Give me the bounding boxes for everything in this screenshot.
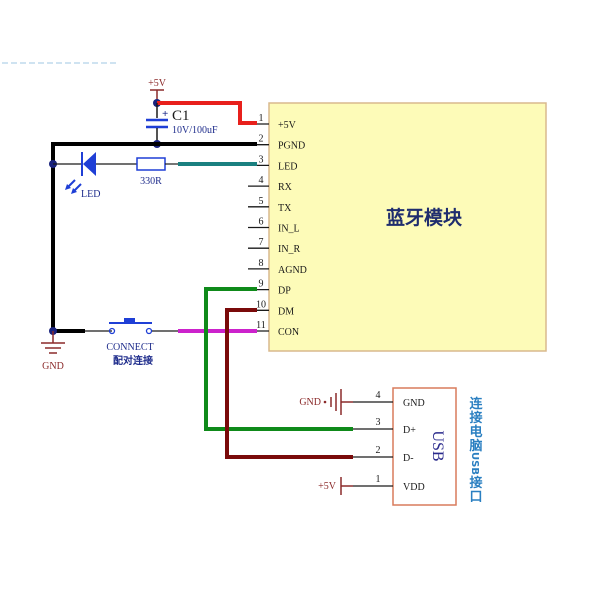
usb-side-label-char: 口	[469, 490, 482, 505]
button-label: CONNECT	[106, 342, 153, 353]
usb-pin: 2D-	[353, 445, 414, 464]
pin-name: +5V	[278, 120, 297, 131]
usb-side-label-char: 接	[469, 475, 482, 491]
usb-pin-number: 4	[376, 390, 381, 401]
pin-number: 2	[259, 134, 264, 145]
resistor-icon	[136, 157, 166, 171]
module-pin: 7IN_R	[248, 237, 301, 255]
led-emission-arrows-icon	[65, 179, 82, 194]
wire-dp	[204, 287, 353, 431]
usb-gnd-label: GND	[299, 397, 321, 408]
module-pin: 6IN_L	[248, 217, 300, 235]
cap-ref: C1	[172, 108, 190, 124]
module-pin: 4RX	[248, 175, 293, 193]
usb-connector-box	[392, 387, 457, 506]
pin-name: PGND	[278, 141, 305, 152]
wire-dm	[225, 308, 353, 459]
usb-side-label-char: 电	[469, 424, 482, 440]
pin-name: DP	[278, 286, 291, 297]
pin-number: 4	[259, 175, 264, 186]
pin-number: 10	[256, 299, 266, 310]
pin-number: 3	[259, 154, 264, 165]
pin-number: 5	[259, 196, 264, 207]
usb-side-label-latin: USB	[469, 452, 480, 475]
usb-pin-number: 3	[376, 417, 381, 428]
pin-name: IN_L	[278, 224, 300, 235]
usb-side-label-char: 脑	[469, 438, 482, 454]
usb-gnd-dot	[323, 400, 327, 404]
usb-pin-name: VDD	[403, 482, 425, 493]
usb-pin-number: 1	[376, 474, 381, 485]
resistor-value: 330R	[140, 176, 162, 187]
usb-side-label-char: 连	[469, 396, 483, 412]
usb-pin: 3D+	[353, 417, 416, 436]
pin-name: CON	[278, 327, 299, 338]
bluetooth-module-title: 蓝牙模块	[386, 206, 463, 229]
gnd-label: GND	[42, 361, 64, 372]
usb-pin-name: D-	[403, 453, 414, 464]
pin-name: LED	[278, 161, 297, 172]
cap-value: 10V/100uF	[172, 125, 218, 136]
pin-number: 1	[259, 113, 264, 124]
led-label: LED	[81, 189, 100, 200]
cap-polarity-mark: +	[162, 108, 168, 120]
usb-side-label-char: 接	[469, 410, 482, 426]
button-label-cn: 配对连接	[113, 354, 153, 367]
led-icon	[83, 152, 96, 176]
usb-pin-name: GND	[403, 398, 425, 409]
pin-name: AGND	[278, 265, 307, 276]
pin-number: 11	[256, 320, 266, 331]
pin-number: 6	[259, 217, 264, 228]
pin-number: 8	[259, 258, 264, 269]
bluetooth-module-box	[268, 102, 547, 352]
pin-number: 9	[259, 279, 264, 290]
pin-name: TX	[278, 203, 292, 214]
button-contact-right	[145, 327, 153, 335]
usb-vdd-label: +5V	[318, 481, 337, 492]
usb-connector-name: USB	[429, 430, 446, 461]
power-top-label: +5V	[148, 78, 167, 89]
pin-name: DM	[278, 306, 294, 317]
wire-gnd	[51, 142, 257, 333]
usb-pin-number: 2	[376, 445, 381, 456]
pin-name: IN_R	[278, 244, 301, 255]
wire-vcc	[157, 101, 257, 125]
module-pin: 5TX	[248, 196, 292, 214]
pin-name: RX	[278, 182, 293, 193]
pin-number: 7	[259, 237, 264, 248]
usb-pin-name: D+	[403, 425, 416, 436]
button-contact-left	[108, 327, 116, 335]
pushbutton-icon	[124, 318, 135, 323]
